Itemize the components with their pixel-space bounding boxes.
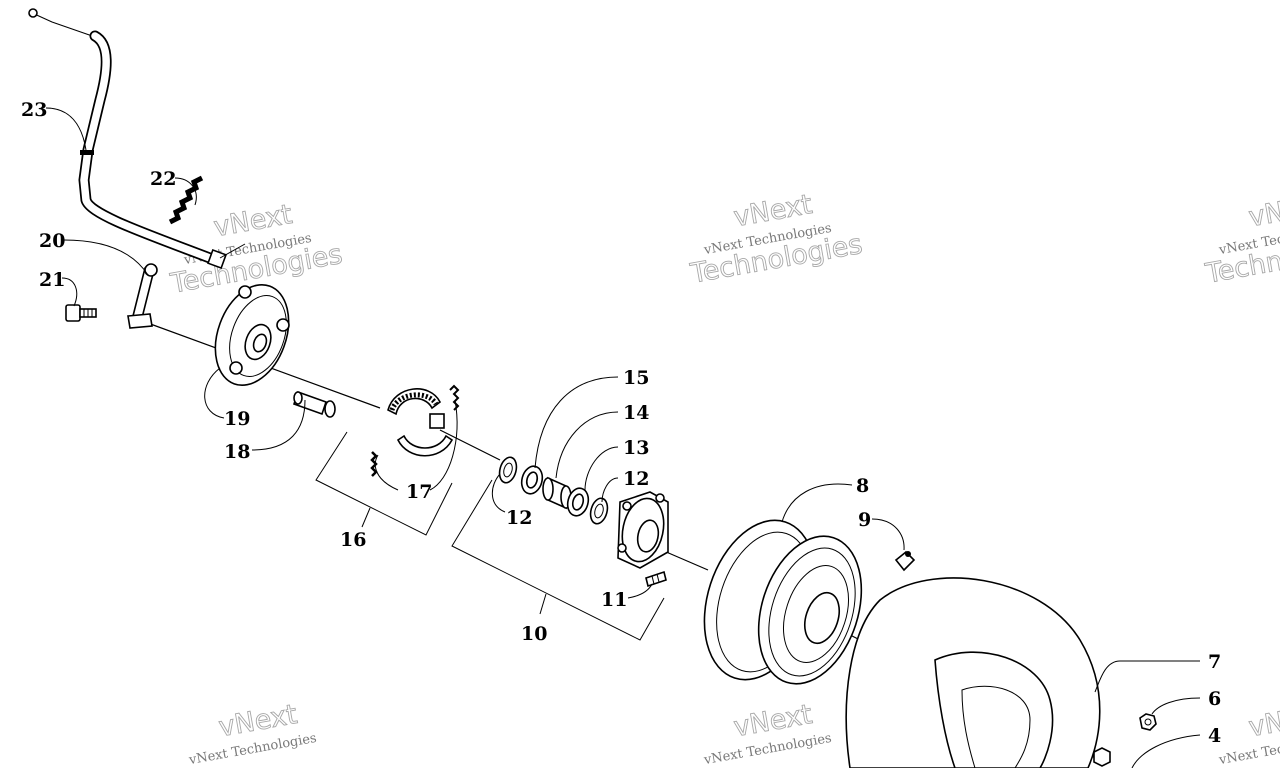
callout-21: 21 [39, 269, 65, 291]
callout-9: 9 [858, 509, 871, 531]
callout-20: 20 [39, 230, 65, 252]
wheel-rim-part [703, 519, 863, 685]
callout-13: 13 [623, 437, 649, 459]
nut-part [1093, 747, 1111, 767]
callout-23: 23 [21, 99, 47, 121]
brake-cable-part [28, 8, 246, 269]
leader-lines [45, 107, 1201, 768]
spacer-part [542, 476, 572, 510]
callout-labels: 23 22 20 21 19 18 17 16 15 14 13 12 12 1… [21, 99, 1221, 747]
watermark-2: vNext vNext Technologies Technologies [687, 189, 865, 291]
bracket-16 [315, 431, 453, 536]
callout-4: 4 [1208, 725, 1221, 747]
callout-22: 22 [150, 168, 176, 190]
watermark-text: vNext [1246, 189, 1280, 233]
tire-part [845, 577, 1101, 768]
valve-stem-part [894, 550, 916, 572]
callout-16: 16 [340, 529, 366, 551]
watermark-3: vNext vNext Technologies Technologies [1202, 189, 1280, 291]
watermark-4: vNext vNext Technologies [187, 699, 318, 768]
bearing-part [520, 465, 544, 495]
callout-7: 7 [1208, 651, 1221, 673]
callout-11: 11 [601, 589, 627, 611]
bracket-10 [451, 479, 665, 641]
spring-part [168, 175, 204, 225]
seal-part [498, 456, 518, 484]
callout-6: 6 [1208, 688, 1221, 710]
cam-pin-part [292, 390, 336, 418]
callout-8: 8 [856, 475, 869, 497]
callout-12-right: 12 [623, 468, 649, 490]
wheel-hub-part [617, 491, 669, 569]
brake-shoe-part [370, 384, 460, 477]
callout-12-left: 12 [506, 507, 532, 529]
brake-arm-part [127, 263, 158, 329]
nut-part [1139, 713, 1157, 731]
watermark-5: vNext vNext Technologies [702, 699, 833, 768]
callout-10: 10 [521, 623, 547, 645]
bearing-part [566, 487, 590, 517]
callout-17: 17 [406, 481, 432, 503]
callout-19: 19 [224, 408, 250, 430]
seal-part [589, 497, 609, 525]
callout-18: 18 [224, 441, 250, 463]
callout-15: 15 [623, 367, 649, 389]
bolt-part [65, 304, 97, 322]
brake-backing-plate-part [214, 283, 290, 387]
callout-14: 14 [623, 402, 649, 424]
wheel-stud-part [645, 570, 667, 588]
watermark-6: vNext vNext Technologies [1217, 699, 1280, 768]
watermark-text: vNext [1246, 699, 1280, 743]
